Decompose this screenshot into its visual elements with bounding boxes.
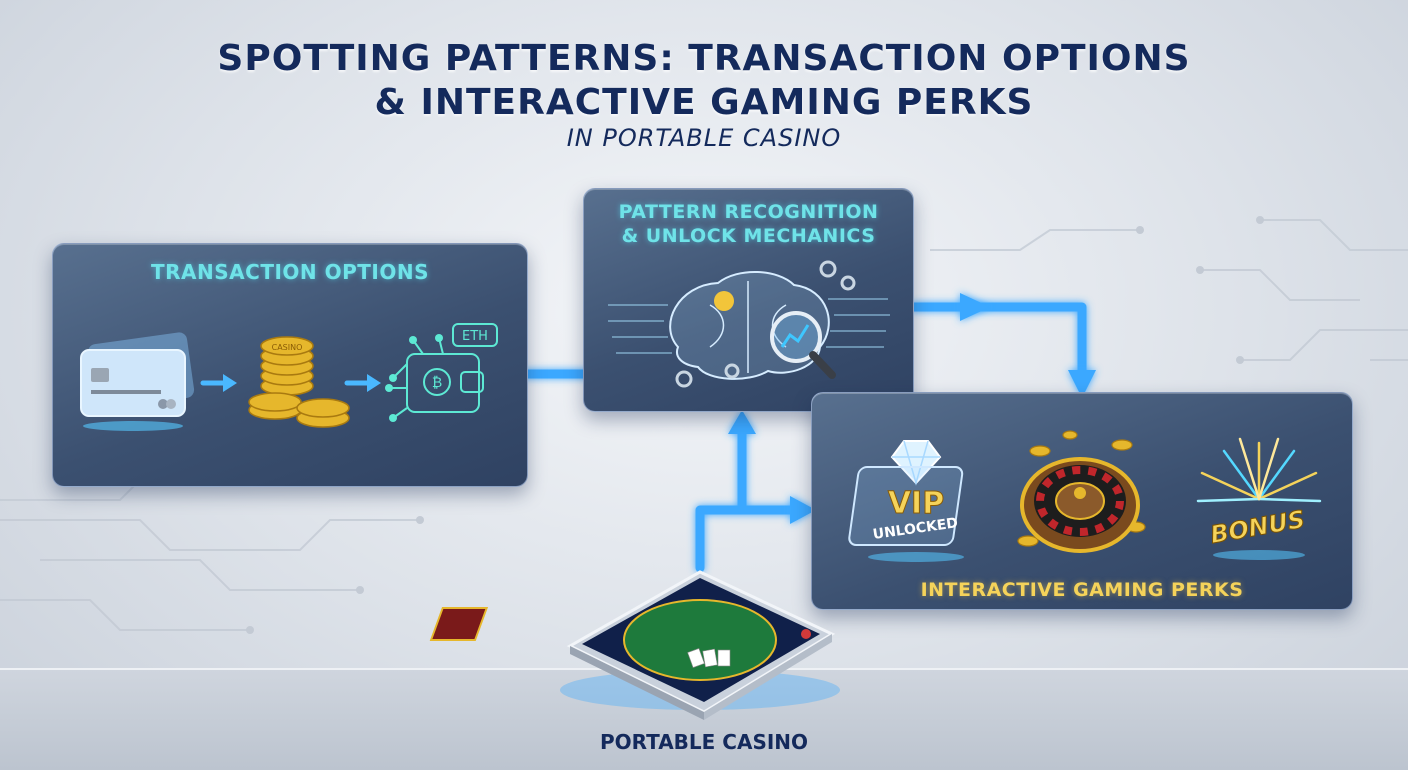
crypto-wallet-icon: ₿ ETH <box>385 323 498 422</box>
transaction-options-title: TRANSACTION OPTIONS <box>151 260 429 284</box>
brain-circuit-icon <box>608 260 890 388</box>
pattern-recognition-title: PATTERN RECOGNITION <box>618 201 879 223</box>
coin-label: CASINO <box>272 343 303 352</box>
roulette-wheel-icon <box>1017 430 1146 553</box>
vip-label: VIP <box>888 486 944 521</box>
svg-text:₿: ₿ <box>432 375 442 391</box>
arrow-right-icon <box>344 374 381 392</box>
page-title-line-2: & INTERACTIVE GAMING PERKS <box>374 82 1034 123</box>
interactive-gaming-perks-title: INTERACTIVE GAMING PERKS <box>920 579 1244 601</box>
portable-casino-label: PORTABLE CASINO <box>599 730 809 754</box>
page-title: SPOTTING PATTERNS: TRANSACTION OPTIONS <box>217 38 1191 79</box>
page-subtitle: IN PORTABLE CASINO <box>566 124 842 152</box>
arrow-pattern-to-perks <box>909 302 1087 377</box>
arrow-right-icon <box>200 374 237 392</box>
magnifier-chart-icon <box>770 311 836 379</box>
credit-card-icon <box>80 332 195 431</box>
casino-coins-icon: CASINO <box>248 336 350 428</box>
transaction-options-panel: TRANSACTION OPTIONS CASINO <box>52 243 528 487</box>
eth-label: ETH <box>462 329 488 344</box>
vip-diamond-icon: VIP UNLOCKED <box>848 440 964 562</box>
unlock-mechanics-title: & UNLOCK MECHANICS <box>621 225 876 247</box>
pattern-recognition-panel: PATTERN RECOGNITION & UNLOCK MECHANICS <box>583 188 914 412</box>
interactive-gaming-perks-panel: VIP UNLOCKED BONUS IN <box>811 392 1353 610</box>
bonus-fireworks-icon: BONUS <box>1196 437 1322 560</box>
gear-icon <box>675 260 856 388</box>
arrow-device-to-pattern <box>695 427 747 573</box>
